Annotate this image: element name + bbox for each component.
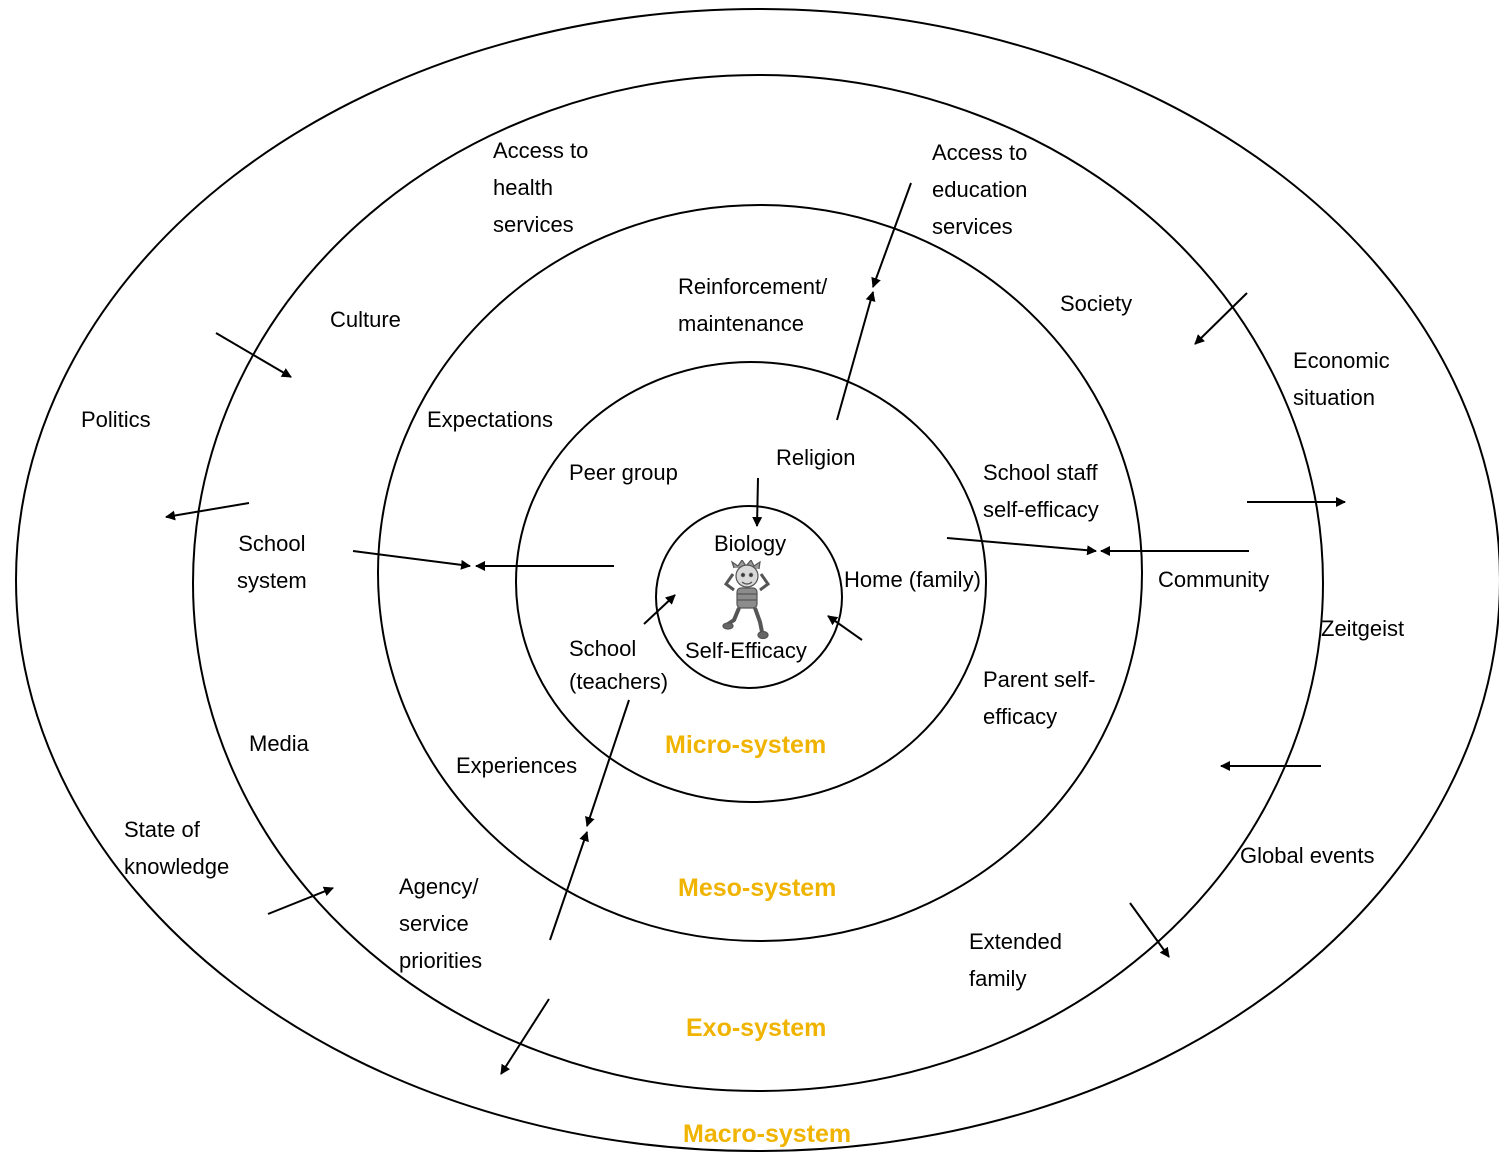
- school-teachers-label: School (teachers): [569, 636, 669, 694]
- individual-core-ring: [655, 505, 843, 689]
- arrow: [752, 477, 763, 527]
- expectations-label: Expectations: [427, 407, 553, 432]
- school-system-label: School system: [237, 531, 307, 593]
- parent-self-efficacy-label: Parent self- efficacy: [983, 667, 1096, 729]
- agency-label: Agency/ service priorities: [399, 874, 483, 973]
- peer-group-label: Peer group: [569, 460, 678, 485]
- religion-label: Religion: [776, 445, 856, 470]
- community-label: Community: [1158, 567, 1270, 592]
- state-of-knowledge-label: State of knowledge: [124, 817, 230, 879]
- media-label: Media: [249, 731, 309, 756]
- global-events-label: Global events: [1240, 843, 1375, 868]
- micro-system-title: Micro-system: [665, 731, 827, 759]
- arrow: [643, 594, 676, 625]
- meso-system-ring: [377, 204, 1143, 942]
- meso-system-title: Meso-system: [678, 874, 837, 902]
- biology-label: Biology: [714, 531, 787, 556]
- arrow: [549, 831, 589, 941]
- arrow: [352, 550, 471, 570]
- politics-label: Politics: [81, 407, 151, 432]
- access-health-label: Access to health services: [493, 138, 589, 237]
- self-efficacy-label: Self-Efficacy: [685, 638, 807, 663]
- child-figure-icon: [722, 560, 771, 640]
- arrow: [215, 332, 292, 378]
- exo-system-title: Exo-system: [686, 1014, 827, 1042]
- macro-system-title: Macro-system: [683, 1120, 852, 1148]
- influence-arrows: [165, 182, 1346, 1075]
- arrow: [946, 537, 1097, 556]
- arrow: [500, 998, 550, 1075]
- arrow: [1129, 902, 1170, 958]
- economic-situation-label: Economic situation: [1293, 348, 1390, 410]
- zeitgeist-label: Zeitgeist: [1321, 616, 1405, 641]
- access-education-label: Access to education services: [932, 140, 1028, 239]
- arrow: [165, 502, 250, 521]
- reinforcement-label: Reinforcement/ maintenance: [678, 274, 828, 336]
- culture-label: Culture: [330, 307, 401, 332]
- home-family-label: Home (family): [844, 567, 981, 592]
- school-staff-label: School staff self-efficacy: [983, 460, 1099, 522]
- exo-system-ring: [192, 74, 1324, 1092]
- arrow: [267, 886, 334, 915]
- extended-family-label: Extended family: [969, 929, 1062, 991]
- arrow: [827, 615, 863, 641]
- arrow: [871, 182, 912, 288]
- arrow: [585, 699, 630, 827]
- arrow: [836, 291, 876, 421]
- experiences-label: Experiences: [456, 753, 578, 778]
- micro-system-ring: [515, 361, 987, 803]
- arrow: [1194, 292, 1248, 345]
- macro-system-ring: [15, 8, 1499, 1152]
- society-label: Society: [1060, 291, 1133, 316]
